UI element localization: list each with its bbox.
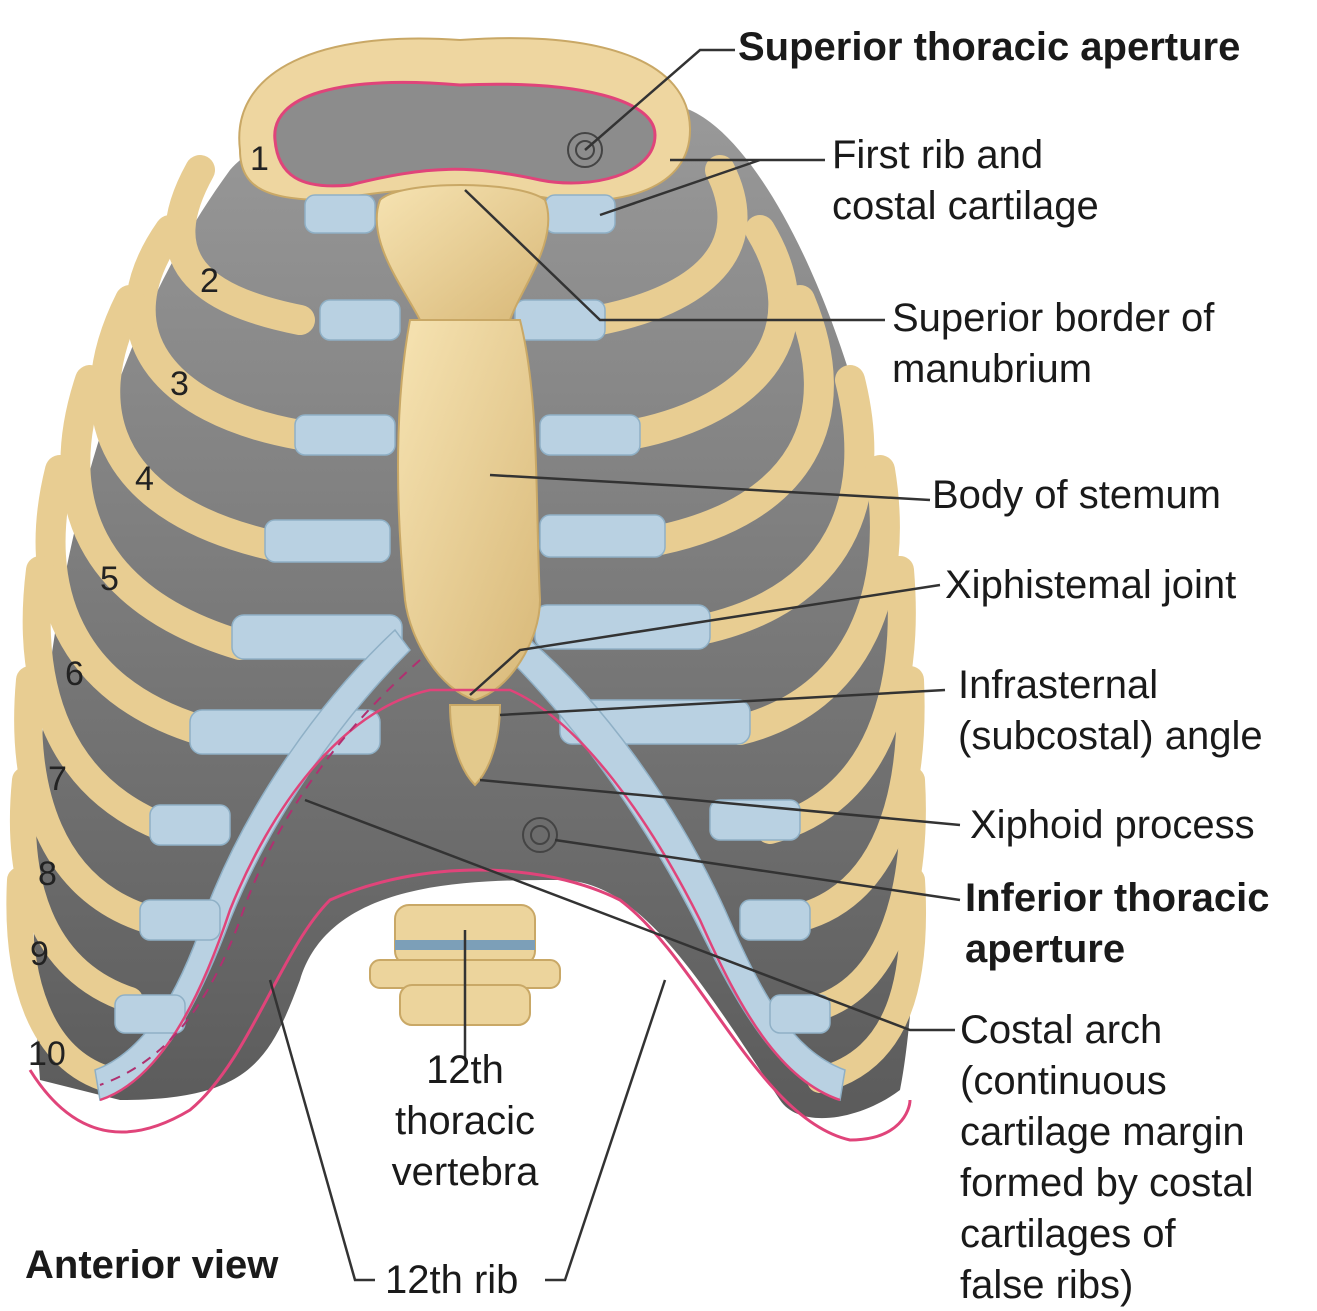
label-xiphoid-process: Xiphoid process <box>970 800 1255 851</box>
rib-number-5: 5 <box>100 560 119 599</box>
label-12th-thoracic-vertebra: 12th thoracic vertebra <box>370 1045 560 1198</box>
sternum-body <box>398 320 540 700</box>
label-12th-rib: 12th rib <box>385 1255 518 1306</box>
rib-number-1: 1 <box>250 140 269 179</box>
rib-number-6: 6 <box>65 655 84 694</box>
rib-number-7: 7 <box>48 760 67 799</box>
cartilage-2-left <box>320 300 400 340</box>
cartilage-4-left <box>265 520 390 562</box>
cartilage-3-left <box>295 415 395 455</box>
superior-aperture-opening <box>275 82 655 185</box>
rib-number-10: 10 <box>28 1035 66 1074</box>
label-anterior-view: Anterior view <box>25 1240 278 1291</box>
label-inferior-thoracic-aperture: Inferior thoracic aperture <box>965 873 1270 975</box>
label-body-of-sternum: Body of stemum <box>932 470 1221 521</box>
cartilage-3-right <box>540 415 640 455</box>
label-costal-arch: Costal arch (continuous cartilage margin… <box>960 1005 1253 1311</box>
label-superior-thoracic-aperture: Superior thoracic aperture <box>738 22 1240 73</box>
rib-number-4: 4 <box>135 460 154 499</box>
cartilage-1-left <box>305 195 375 233</box>
label-first-rib: First rib and costal cartilage <box>832 130 1099 232</box>
rib-number-9: 9 <box>30 935 49 974</box>
label-xiphisternal-joint: Xiphistemal joint <box>945 560 1236 611</box>
label-infrasternal-angle: Infrasternal (subcostal) angle <box>958 660 1263 762</box>
rib-number-3: 3 <box>170 365 189 404</box>
cartilage-2-right <box>515 300 605 340</box>
rib-number-8: 8 <box>38 855 57 894</box>
cartilage-4-right <box>540 515 665 557</box>
label-superior-border-manubrium: Superior border of manubrium <box>892 293 1214 395</box>
rib-number-2: 2 <box>200 262 219 301</box>
